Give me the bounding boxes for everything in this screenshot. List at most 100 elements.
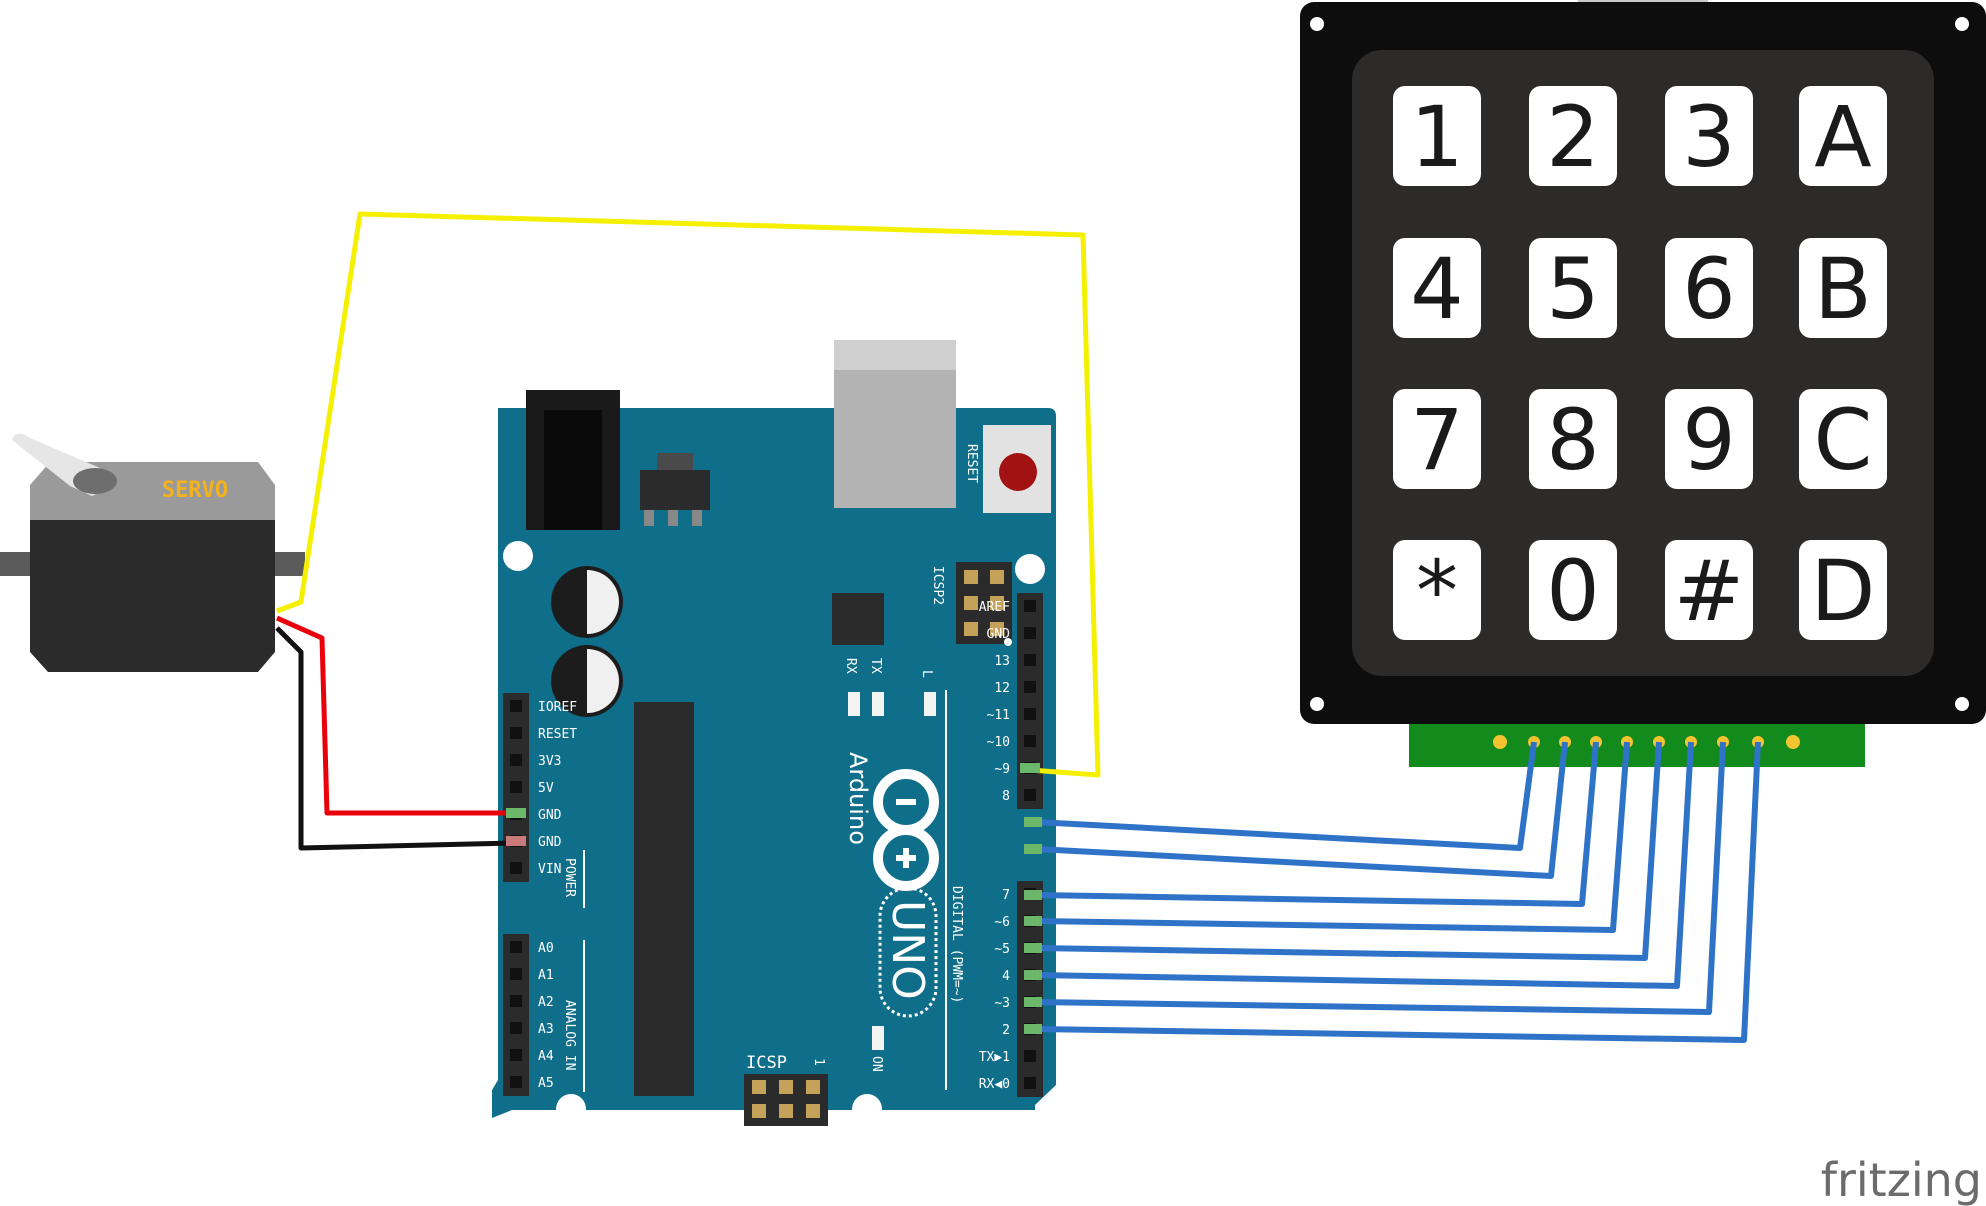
pin-label: VIN: [538, 862, 561, 877]
keypad-key[interactable]: [1665, 389, 1753, 489]
usb-connector-top: [834, 340, 956, 370]
keypad-key[interactable]: [1799, 238, 1887, 338]
icsp-header: [744, 1074, 828, 1126]
keypad-key[interactable]: [1393, 540, 1481, 640]
mounting-hole: [1015, 554, 1045, 584]
keypad-key-label: C: [1814, 391, 1873, 489]
keypad-key[interactable]: [1393, 238, 1481, 338]
keypad-key[interactable]: [1393, 86, 1481, 186]
on-led: [872, 1026, 884, 1050]
keypad-key[interactable]: [1665, 238, 1753, 338]
pin-label: 12: [994, 681, 1010, 696]
wired-pin-marker: [1024, 970, 1042, 980]
wired-pin-marker: [1024, 916, 1042, 926]
arduino-logo-icon: [873, 769, 939, 891]
pin-label: ~11: [987, 708, 1010, 723]
reset-label: RESET: [964, 444, 979, 483]
arduino-brand: Arduino: [844, 752, 872, 845]
header-pin: [1024, 1050, 1036, 1062]
keypad-key[interactable]: [1393, 389, 1481, 489]
wired-pin-marker: [1024, 1024, 1042, 1034]
icsp-label: ICSP: [746, 1053, 787, 1073]
keypad-key[interactable]: [1529, 86, 1617, 186]
pin-label: TX▶1: [979, 1050, 1010, 1065]
wired-pin-marker: [506, 836, 526, 846]
uno-label: UNO: [882, 900, 933, 1000]
pin-label: A2: [538, 995, 554, 1010]
keypad-wires: [1024, 741, 1761, 1043]
keypad-key-label: 6: [1682, 240, 1735, 338]
keypad-face: [1352, 50, 1934, 676]
pin-label: 2: [1002, 1023, 1010, 1038]
rx-label: RX: [843, 658, 858, 674]
keypad-screw-hole: [1310, 17, 1324, 31]
keypad-key-label: 8: [1546, 391, 1599, 489]
keypad-key-label: 7: [1410, 391, 1463, 489]
wired-pin-marker: [1024, 817, 1042, 827]
capacitor: [551, 566, 623, 638]
header-pin: [510, 1076, 522, 1088]
regulator-leg: [668, 510, 678, 526]
tx-label: TX: [868, 658, 883, 674]
keypad-key[interactable]: [1529, 540, 1617, 640]
regulator-leg: [692, 510, 702, 526]
pin-label: ~10: [987, 735, 1010, 750]
digital-section-label: DIGITAL (PWM=~): [949, 886, 964, 1003]
header-pin: [510, 754, 522, 766]
mounting-hole: [852, 1094, 882, 1124]
keypad-key[interactable]: [1665, 86, 1753, 186]
pin-label: A5: [538, 1076, 554, 1091]
reset-button: [999, 453, 1037, 491]
pin-label: RESET: [538, 727, 577, 742]
keypad-key[interactable]: [1529, 238, 1617, 338]
keypad-key-label: 4: [1410, 240, 1463, 338]
capacitor: [551, 645, 623, 717]
keypad-key[interactable]: [1665, 540, 1753, 640]
servo-signal-wire: [276, 211, 1101, 778]
pin-label: ~6: [994, 915, 1010, 930]
header-pin: [510, 1049, 522, 1061]
header-pin: [1024, 735, 1036, 747]
pin-label: 4: [1002, 969, 1010, 984]
keypad-key[interactable]: [1799, 389, 1887, 489]
fritzing-watermark: fritzing: [1821, 1153, 1982, 1206]
mounting-hole: [503, 541, 533, 571]
wired-pin-marker: [1024, 890, 1042, 900]
rx-led: [848, 692, 860, 716]
servo-shaft: [73, 468, 117, 494]
pin-label: 8: [1002, 789, 1010, 804]
header-pin: [1024, 681, 1036, 693]
l-label: L: [919, 670, 934, 678]
pin-label: A1: [538, 968, 554, 983]
servo-ground-wire: [275, 626, 516, 851]
pin-label: RX◀0: [979, 1077, 1010, 1092]
keypad-wire: [1035, 741, 1726, 1015]
pin-label: GND: [538, 835, 562, 850]
pin-label: ~3: [994, 996, 1010, 1011]
keypad-key[interactable]: [1529, 389, 1617, 489]
icsp-pin1-label: 1: [811, 1058, 826, 1066]
keypad-key[interactable]: [1799, 540, 1887, 640]
wired-pin-marker: [1020, 763, 1040, 773]
pin-label: 5V: [538, 781, 554, 796]
header-pin: [510, 995, 522, 1007]
pin-label: A4: [538, 1049, 554, 1064]
keypad-key-label: A: [1814, 88, 1871, 186]
keypad-wire: [1035, 741, 1694, 989]
servo-label: SERVO: [162, 478, 228, 503]
header-pin: [510, 781, 522, 793]
wired-pin-marker: [1024, 943, 1042, 953]
pin-label: AREF: [979, 600, 1010, 615]
icsp2-label: ICSP2: [930, 566, 945, 605]
header-pin: [1024, 627, 1036, 639]
keypad-screw-hole: [1955, 17, 1969, 31]
regulator-leg: [644, 510, 654, 526]
pin-label: GND: [538, 808, 562, 823]
keypad-key[interactable]: [1799, 86, 1887, 186]
keypad-wire: [1035, 741, 1662, 961]
power-section-label: POWER: [562, 858, 577, 897]
header-pin: [510, 727, 522, 739]
